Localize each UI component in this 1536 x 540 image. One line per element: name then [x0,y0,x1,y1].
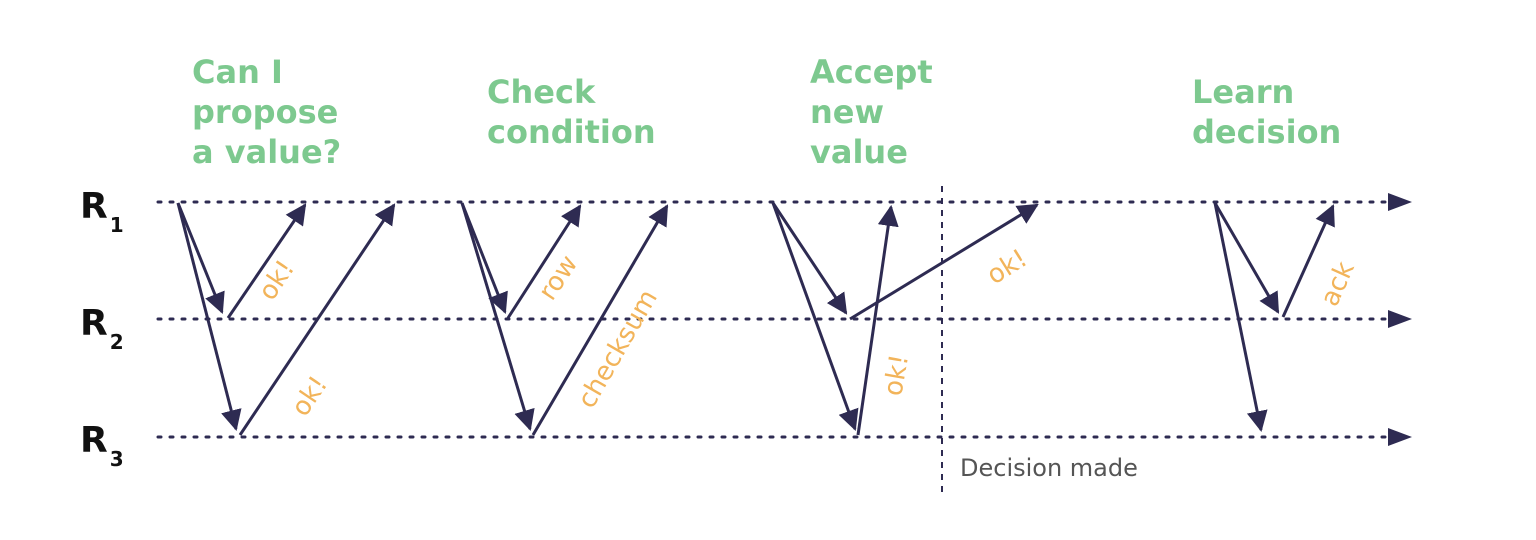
replica-subscript: 2 [110,330,124,354]
phase-title-line: Can I [192,53,283,91]
message-arrow [531,204,669,436]
timeline-arrowhead-r3 [1388,428,1412,446]
phase-titles: Can I propose a value? Check condition A… [192,53,1341,171]
message-arrow [856,204,899,436]
replica-letter: R [80,420,108,461]
message-arrow [176,202,242,432]
message-arrow [771,202,848,315]
timeline-arrowhead-r1 [1388,193,1412,211]
message-arrow [226,203,307,319]
phase-title-line: a value? [192,133,341,171]
phase-title-line: propose [192,93,338,131]
phase-title-line: condition [487,113,656,151]
replica-letter: R [80,186,108,227]
message-label-ok: ok! [286,371,334,422]
phase-title-line: Learn [1192,73,1294,111]
message-arrow [849,203,1039,321]
phase-title-line: Check [487,73,596,111]
decision-label: Decision made [960,454,1138,482]
message-arrow [771,202,859,431]
replica-subscript: 1 [110,213,124,237]
message-label-checksum: checksum [572,285,664,414]
message-arrow [1281,204,1335,318]
phase-title-learn: Learn decision [1192,73,1341,151]
message-arrow [460,202,535,432]
replica-subscript: 3 [110,447,124,471]
phase-title-line: value [810,133,908,171]
message-arrow [460,202,508,314]
phase-title-propose: Can I propose a value? [192,53,349,171]
message-arrow [176,202,225,314]
phase-title-line: decision [1192,113,1341,151]
message-label-ok: ok! [878,352,915,398]
message-label-ok: ok! [982,244,1033,291]
message-arrow [1213,202,1280,314]
message-label-ok: ok! [253,255,301,306]
timeline-arrowheads [1388,193,1412,446]
message-label-ack: ack [1315,257,1361,311]
phase-title-accept: Accept new value [810,53,944,171]
phase-title-check: Check condition [487,73,656,151]
message-arrows [176,202,1335,436]
replica-letter: R [80,303,108,344]
phase-title-line: Accept [810,53,933,91]
message-labels: ok! ok! row checksum ok! ok! ack [253,244,1361,422]
message-label-row: row [533,250,584,306]
timeline-arrowhead-r2 [1388,310,1412,328]
message-arrow [1213,202,1268,433]
timelines [156,200,1394,439]
phase-title-line: new [810,93,884,131]
message-arrow [506,204,582,319]
message-arrow [238,203,396,436]
